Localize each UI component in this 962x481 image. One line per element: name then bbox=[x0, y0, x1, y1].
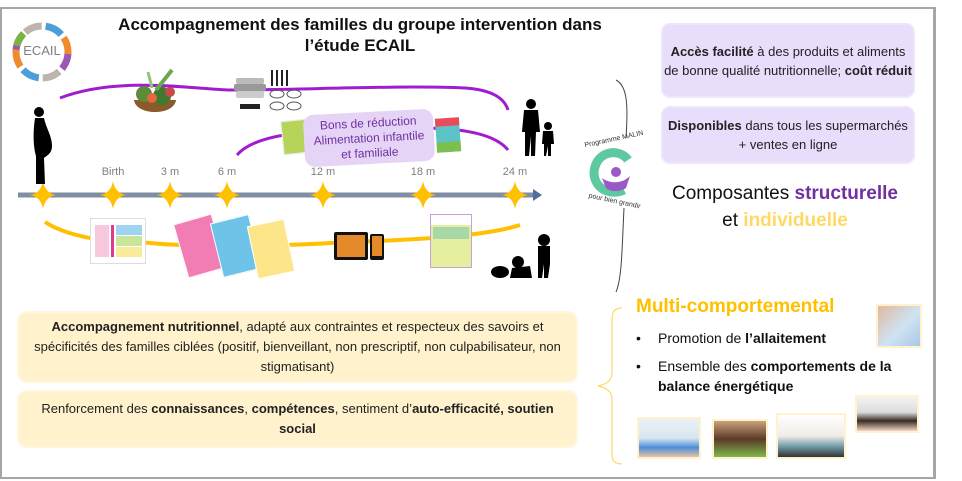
coupon-label-box: Bons de réduction Alimentation infantile… bbox=[302, 108, 436, 168]
bracket-structural-individual bbox=[615, 79, 628, 293]
individual-box-reinforcement: Renforcement des connaissances, compéten… bbox=[17, 390, 578, 448]
components-heading: Composantes structurelle et individuelle bbox=[672, 183, 898, 231]
timeline-tick-label: 3 m bbox=[160, 166, 180, 178]
multi-behavior-brace bbox=[597, 307, 623, 465]
structural-box-access: Accès facilité à des produits et aliment… bbox=[661, 23, 915, 98]
vegetable-basket-image bbox=[126, 66, 184, 122]
timeline-star-marker bbox=[157, 181, 183, 209]
structural-box-availability: Disponibles dans tous les supermarchés +… bbox=[661, 106, 915, 164]
timeline-tick-label: 12 m bbox=[310, 166, 336, 178]
timeline-arrowhead bbox=[533, 189, 542, 201]
individual-box-nutrition-support: Accompagnement nutritionnel, adapté aux … bbox=[17, 311, 578, 383]
timeline-star-marker bbox=[100, 181, 126, 209]
children-screen-time-photo bbox=[776, 413, 846, 459]
timeline-tick-label: 18 m bbox=[410, 166, 436, 178]
pregnant-woman-silhouette bbox=[30, 106, 56, 189]
page-title: Accompagnement des familles du groupe in… bbox=[118, 15, 602, 55]
baby-growth-silhouette bbox=[490, 232, 554, 287]
baby-tummy-time-photo bbox=[637, 417, 701, 459]
sleeping-baby-photo bbox=[855, 395, 919, 433]
timeline-star-marker bbox=[410, 181, 436, 209]
ecail-logo-text: ECAIL bbox=[23, 43, 61, 58]
list-item: •Ensemble des comportements de la balanc… bbox=[636, 358, 892, 394]
ecail-logo: ECAIL bbox=[8, 18, 76, 86]
malin-brochures-image bbox=[172, 212, 296, 286]
individual-label: individuelle bbox=[743, 210, 848, 231]
programme-malin-logo: Programme MALIN pour bien grandir bbox=[582, 130, 646, 211]
list-item: •Promotion de l’allaitement bbox=[636, 330, 827, 346]
structural-arc-upper bbox=[59, 83, 510, 111]
nutrition-chart-leaflet-image bbox=[90, 218, 146, 264]
timeline-tick-label: Birth bbox=[101, 166, 125, 178]
multi-behavior-title: Multi-comportemental bbox=[636, 296, 835, 317]
timeline-star-marker bbox=[310, 181, 336, 209]
multi-behavior-list: •Promotion de l’allaitement •Ensemble de… bbox=[636, 328, 936, 404]
discount-voucher-image bbox=[434, 117, 462, 153]
breastfeeding-photo bbox=[876, 304, 922, 348]
structural-label: structurelle bbox=[794, 183, 898, 204]
parent-child-silhouette bbox=[520, 98, 556, 163]
timeline-tick-label: 6 m bbox=[217, 166, 237, 178]
baby-eating-photo bbox=[712, 419, 768, 459]
timeline-star-marker bbox=[30, 181, 56, 209]
timeline-star-marker bbox=[214, 181, 240, 209]
cookware-set-image bbox=[232, 66, 310, 116]
timeline-star-marker bbox=[502, 181, 528, 209]
tablet-phone-website-image bbox=[334, 232, 384, 264]
newsletter-leaflet-image bbox=[430, 214, 472, 268]
timeline-tick-label: 24 m bbox=[502, 166, 528, 178]
